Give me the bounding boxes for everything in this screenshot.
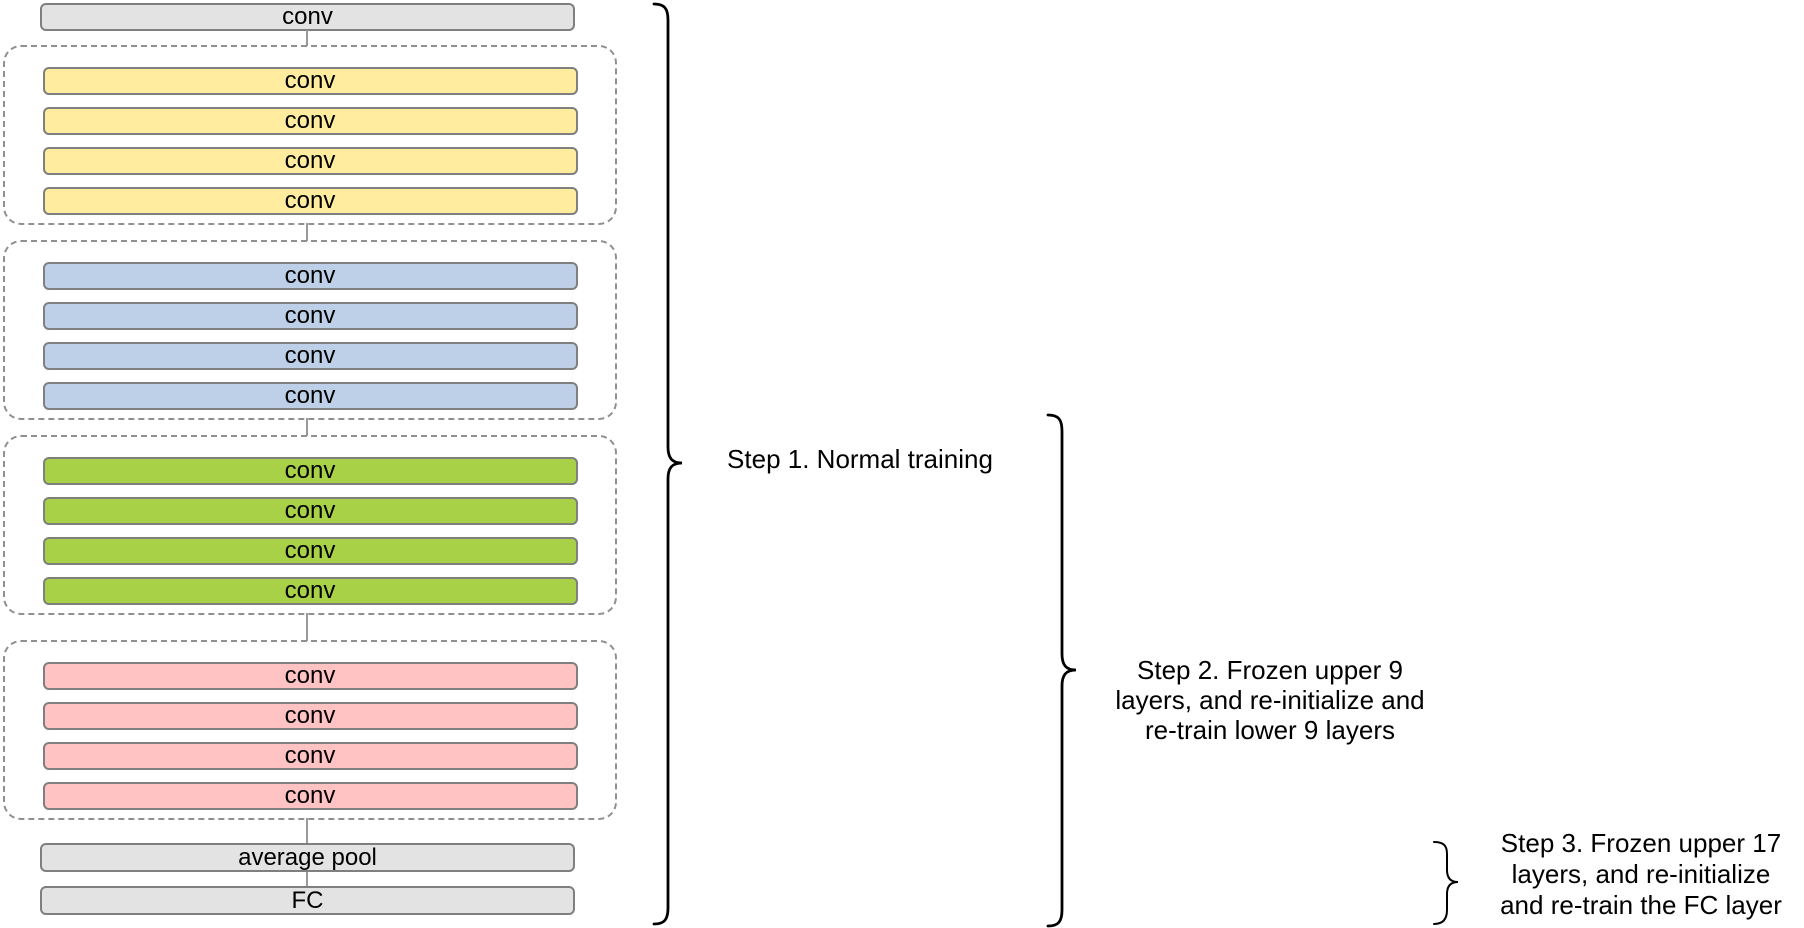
- conv-layer-top: conv: [40, 3, 575, 31]
- conv-layer: conv: [42, 577, 578, 605]
- conv-layer: conv: [42, 382, 578, 410]
- step3-label-line: layers, and re-initialize: [1511, 859, 1771, 889]
- conv-layer: conv: [42, 782, 578, 810]
- step2-label-line: layers, and re-initialize and: [1115, 685, 1425, 715]
- fc-layer: FC: [40, 886, 575, 915]
- step3-label: Step 3. Frozen upper 17 layers, and re-i…: [1486, 828, 1796, 921]
- layer-group-1: conv conv conv conv: [3, 45, 617, 225]
- connector-line: [306, 613, 308, 641]
- conv-layer: conv: [42, 262, 578, 290]
- layer-group-4: conv conv conv conv: [3, 640, 617, 820]
- layer-group-3: conv conv conv conv: [3, 435, 617, 615]
- step3-label-line: and re-train the FC layer: [1500, 890, 1782, 920]
- conv-layer: conv: [42, 107, 578, 135]
- conv-layer: conv: [42, 302, 578, 330]
- step2-label-line: Step 2. Frozen upper 9: [1137, 655, 1403, 685]
- brace-step2: [1046, 413, 1077, 928]
- conv-layer: conv: [42, 342, 578, 370]
- conv-layer: conv: [42, 187, 578, 215]
- average-pool-layer: average pool: [40, 843, 575, 872]
- conv-layer: conv: [42, 67, 578, 95]
- step3-label-line: Step 3. Frozen upper 17: [1500, 828, 1782, 858]
- connector-line: [306, 870, 308, 887]
- step1-label: Step 1. Normal training: [727, 444, 993, 474]
- connector-line: [306, 818, 308, 844]
- conv-layer: conv: [42, 662, 578, 690]
- conv-layer: conv: [42, 742, 578, 770]
- conv-layer: conv: [42, 497, 578, 525]
- step2-label-line: re-train lower 9 layers: [1145, 715, 1395, 745]
- connector-line: [306, 418, 308, 436]
- conv-layer: conv: [42, 457, 578, 485]
- connector-line: [306, 30, 308, 46]
- connector-line: [306, 223, 308, 241]
- step2-label: Step 2. Frozen upper 9 layers, and re-in…: [1100, 655, 1440, 745]
- conv-layer: conv: [42, 702, 578, 730]
- brace-step3: [1433, 841, 1459, 925]
- brace-step1: [652, 2, 683, 926]
- layer-group-2: conv conv conv conv: [3, 240, 617, 420]
- conv-layer: conv: [42, 147, 578, 175]
- conv-layer: conv: [42, 537, 578, 565]
